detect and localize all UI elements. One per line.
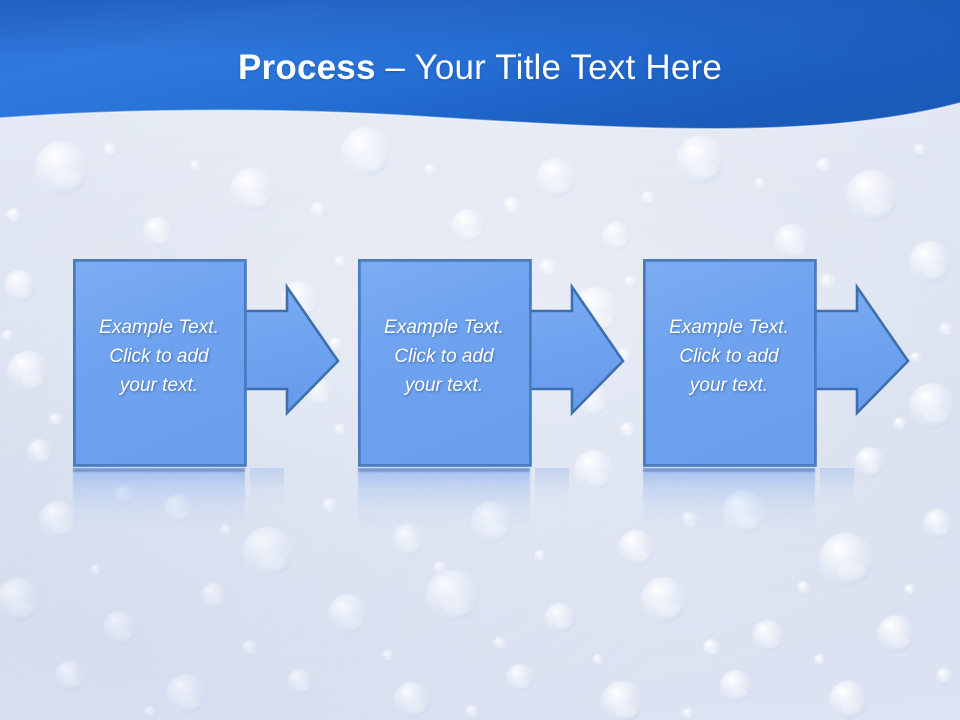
arrow-reflection-3	[820, 468, 854, 508]
process-step-shape-1[interactable]	[72, 258, 358, 467]
page-title: Process – Your Title Text Here	[0, 46, 960, 90]
process-arrow-3	[801, 282, 910, 417]
step-reflection-3	[643, 468, 815, 546]
process-step-shape-3[interactable]	[642, 258, 928, 467]
process-box-2	[357, 258, 532, 467]
header-wave-band	[0, 0, 960, 130]
arrow-reflection-1	[250, 468, 284, 508]
process-arrow-1	[231, 282, 340, 417]
reflection-cap	[358, 468, 530, 472]
process-step-3[interactable]: Example Text. Click to add your text.	[642, 258, 928, 467]
reflection-cap	[73, 468, 245, 472]
reflection-cap	[643, 468, 815, 472]
process-step-shape-2[interactable]	[357, 258, 643, 467]
page-title-separator: –	[375, 48, 415, 87]
process-step-1[interactable]: Example Text. Click to add your text.	[72, 258, 358, 467]
step-reflection-1	[73, 468, 245, 546]
process-step-2[interactable]: Example Text. Click to add your text.	[357, 258, 643, 467]
step-reflection-2	[358, 468, 530, 546]
arrow-reflection-2	[535, 468, 569, 508]
page-title-strong: Process	[238, 48, 376, 87]
page-title-light: Your Title Text Here	[414, 48, 722, 87]
header-wave-edge-highlight	[0, 102, 960, 130]
process-arrow-2	[516, 282, 625, 417]
process-box-1	[72, 258, 247, 467]
process-box-3	[642, 258, 817, 467]
